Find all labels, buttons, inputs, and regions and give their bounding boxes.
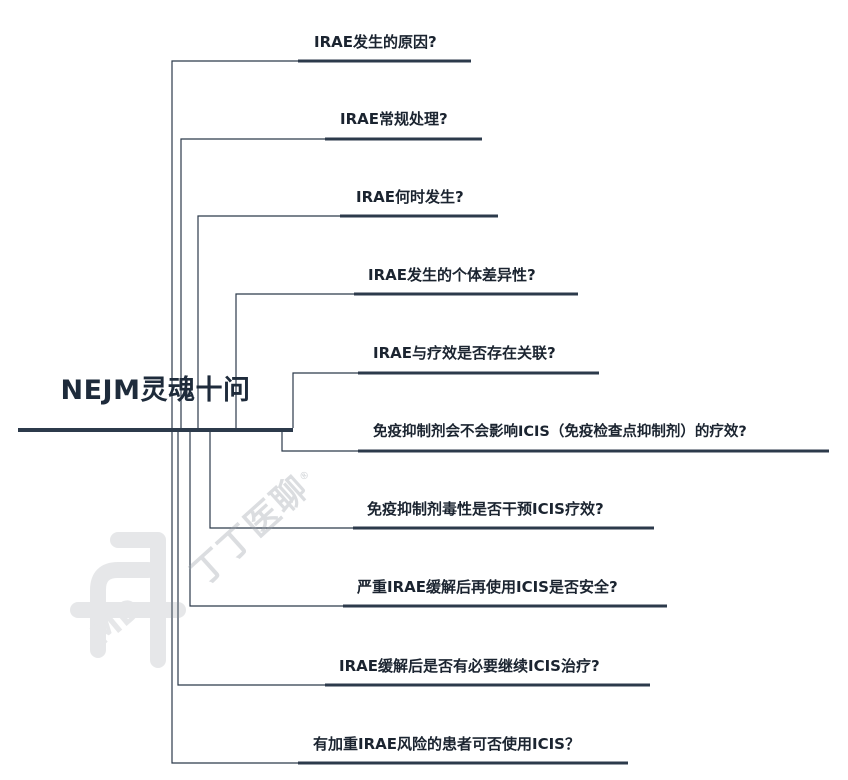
question-2: IRAE常规处理? — [340, 110, 448, 128]
connector-5 — [292, 372, 358, 428]
connector-6 — [281, 432, 358, 452]
question-5: IRAE与疗效是否存在关联? — [373, 344, 556, 362]
question-6: 免疫抑制剂会不会影响ICIS（免疫检查点抑制剂）的疗效? — [373, 424, 747, 440]
question-1: IRAE发生的原因? — [314, 33, 437, 51]
connector-8 — [189, 432, 343, 607]
question-3: IRAE何时发生? — [356, 188, 464, 206]
connector-9 — [177, 432, 325, 686]
question-4: IRAE发生的个体差异性? — [368, 266, 536, 284]
connector-7 — [209, 432, 353, 529]
question-9: IRAE缓解后是否有必要继续ICIS治疗? — [339, 657, 600, 675]
connector-3 — [197, 215, 340, 428]
connector-1 — [171, 60, 298, 428]
question-8: 严重IRAE缓解后再使用ICIS是否安全? — [357, 578, 618, 596]
question-10: 有加重IRAE风险的患者可否使用ICIS？ — [313, 735, 580, 753]
connector-4 — [235, 293, 354, 428]
connector-10 — [171, 432, 298, 764]
root-title: NEJM灵魂十问 — [60, 375, 251, 406]
connector-2 — [180, 138, 325, 428]
question-7: 免疫抑制剂毒性是否干预ICIS疗效? — [367, 500, 604, 518]
